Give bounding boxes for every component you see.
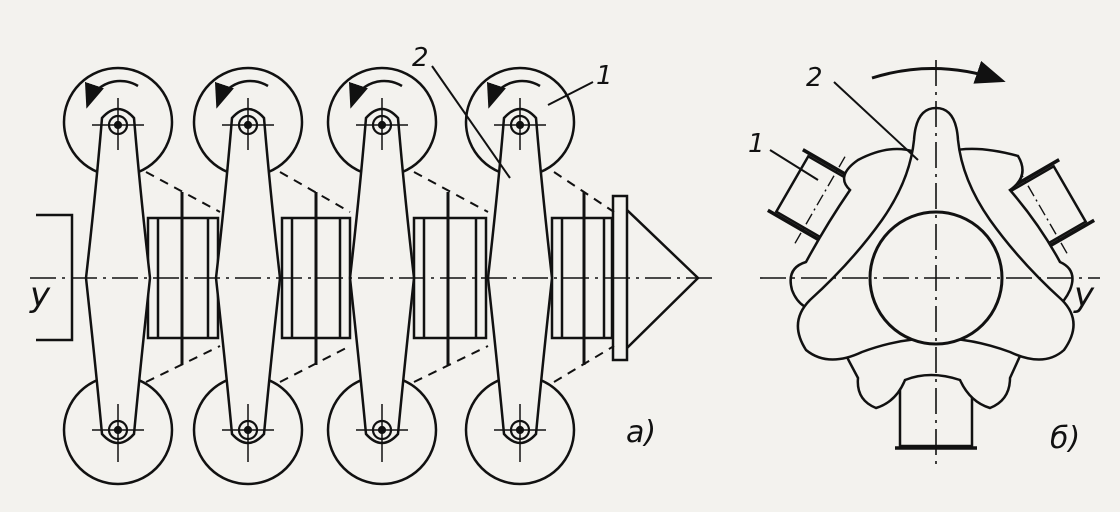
- link-2: [214, 107, 282, 445]
- callout-1-a: 1: [596, 61, 613, 91]
- rotation-arrow-icon: [349, 79, 403, 109]
- link-3: [348, 107, 416, 445]
- figure-label-b: б): [1050, 421, 1080, 456]
- link-1: [84, 107, 152, 445]
- figure-b: [760, 60, 1100, 470]
- callout-1-b: 1: [748, 129, 765, 159]
- rotation-arrow-icon: [487, 79, 541, 109]
- axis-label-a: y: [29, 275, 51, 315]
- callout-2-b: 2: [806, 63, 823, 93]
- links: [84, 107, 554, 445]
- axis-label-b: y: [1073, 275, 1095, 315]
- figure-label-a: а): [626, 415, 656, 450]
- leader-line-2-b: [833, 81, 919, 161]
- roller-crosshairs: [92, 98, 546, 462]
- dashed-connectors: [145, 171, 615, 383]
- callout-2-a: 2: [412, 43, 429, 73]
- figure-a: [30, 65, 715, 486]
- leader-line-2: [431, 65, 511, 179]
- leader-line-1-b: [769, 149, 819, 181]
- leader-line-1: [547, 81, 594, 106]
- link-4: [486, 107, 554, 445]
- cone-tip: [626, 209, 700, 349]
- rotation-arrows: [85, 79, 541, 109]
- rotation-arrow-icon: [215, 79, 269, 109]
- rotation-arrow-icon: [85, 79, 139, 109]
